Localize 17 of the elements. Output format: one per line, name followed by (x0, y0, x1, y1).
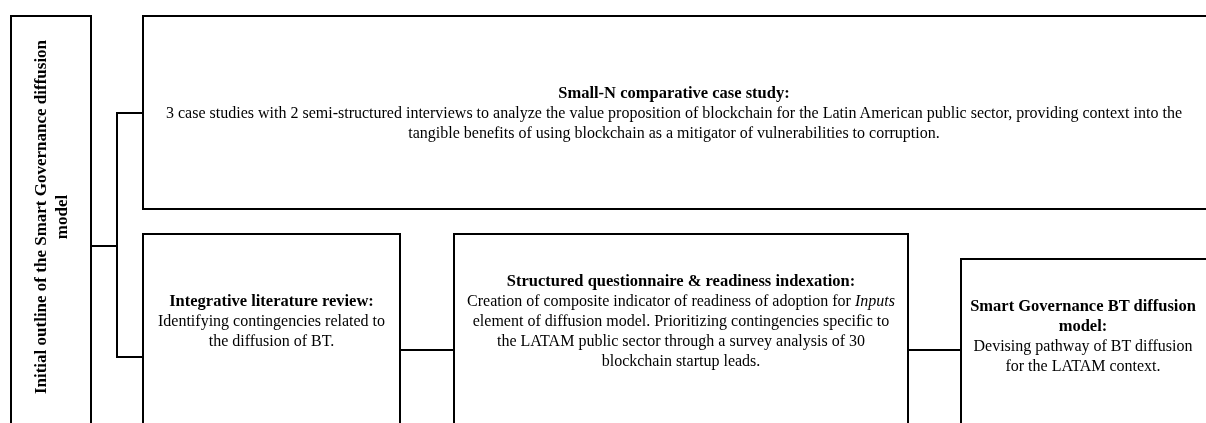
connector-line (908, 349, 961, 351)
process-box (10, 15, 92, 423)
box-description: 3 case studies with 2 semi-structured interviews to analyze the value proposition of blockchain for the Latin American public sector, providing context into the tangible benefits of using blockchain as a mitigator of vulnerabilities to corruption. (165, 102, 1183, 143)
box-heading: Small-N comparative case study: (558, 82, 790, 103)
process-box (142, 233, 401, 423)
box-heading: Integrative literature review: (169, 291, 374, 311)
connector-line (400, 349, 454, 351)
connector-line (91, 245, 143, 358)
process-box (960, 258, 1206, 423)
box-heading: Smart Governance BT diffusion model: (970, 296, 1196, 336)
box-description: Identifying contingencies related to the diffusion of BT. (157, 311, 386, 351)
process-box (453, 233, 909, 423)
box-description: Devising pathway of BT diffusion for the LATAM context. (972, 336, 1194, 376)
box-description: Creation of composite indicator of readiness of adoption for Inputs element of diffusion model. Prioritizing contingencies specific to the LATAM public sector through a survey analysis of 30 blockchain startup leads. (466, 291, 896, 371)
box-heading: Structured questionnaire & readiness indexation: (506, 271, 856, 291)
box-heading: Initial outline of the Smart Governance diffusion model (30, 38, 72, 397)
process-box (142, 15, 1206, 210)
